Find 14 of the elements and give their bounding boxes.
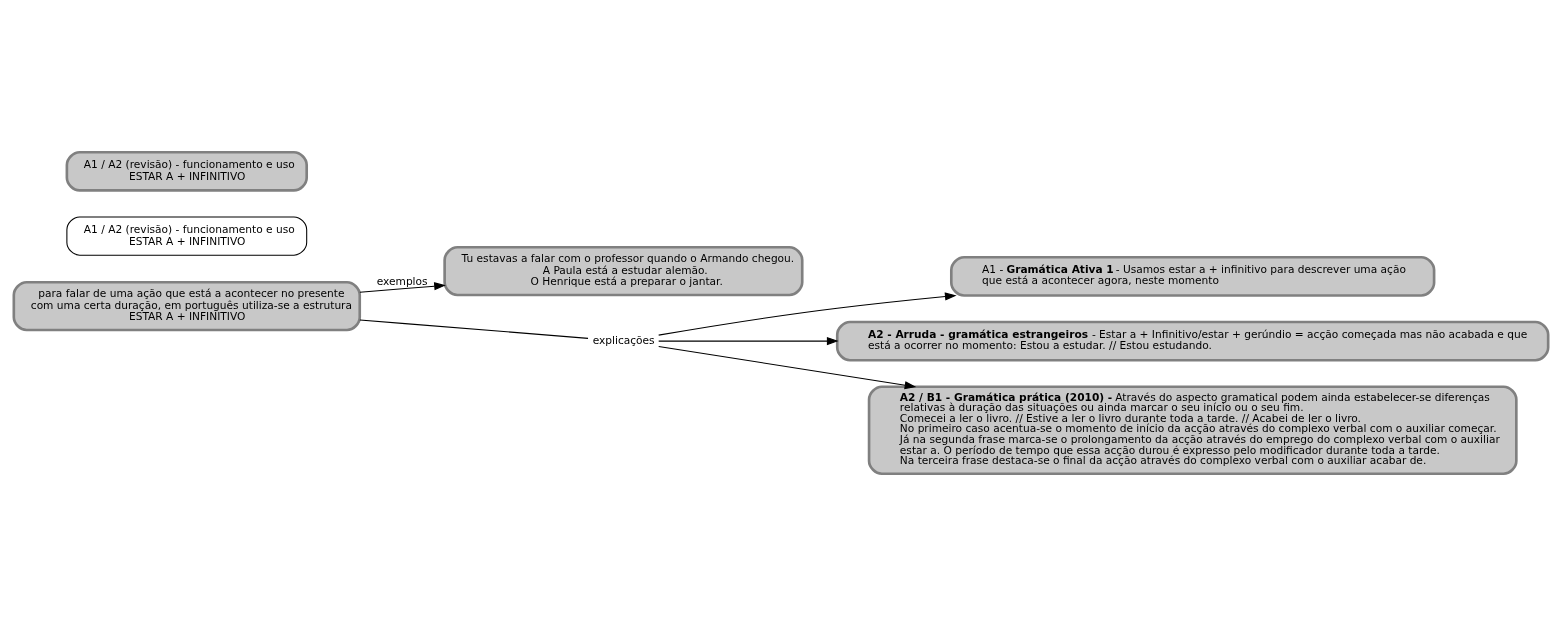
node-box: Tu estavas a falar com o professor quando o Armando chegou. A Paula está a estudar alemão. O Henrique está a preparar o jantar.: [443, 245, 804, 297]
node-box: A1 / A2 (revisão) - funcionamento e uso ESTAR A + INFINITIVO: [66, 216, 308, 256]
node-box: A1 - Gramática Ativa 1 - Usamos estar a + infinitivo para descrever uma ação que está a acontecer agora, neste momento: [950, 255, 1436, 297]
node-text: explicações: [592, 333, 655, 347]
node-box: para falar de uma ação que está a acontecer no presente com uma certa duração, em português utiliza-se a estrutura ESTAR A + INFINITIVO: [12, 280, 362, 332]
node-box: A2 - Arruda - gramática estrangeiros - Estar a + Infinitivo/estar + gerúndio = acção começada mas não acabada e que está a ocorrer no momento: Estou a estudar. // Estou estudando.: [835, 320, 1550, 362]
edge-label: exemplos: [376, 274, 428, 288]
node-box: A2 / B1 - Gramática prática (2010) - Através do aspecto gramatical podem ainda estabelecer-se diferenças relativas à duração das situações ou ainda marcar o seu início ou o seu fim. Comecei a ler o livro. // Estive a ler o livro durante toda a tarde. // Acabei de ler o livro. No primeiro caso acentua-se o momento de início da acção através do complexo verbal com o auxiliar começar. Já na segunda frase marca-se o prolongamento da acção através do emprego do complexo verbal com o auxiliar estar a. O período de tempo que essa acção durou é expresso pelo modificador durante toda a tarde. Na terceira frase destaca-se o final da acção através do complexo verbal com o auxiliar acabar de.: [867, 385, 1518, 476]
node-box: A1 / A2 (revisão) - funcionamento e uso ESTAR A + INFINITIVO: [65, 150, 308, 192]
connector: [359, 319, 589, 339]
arrow: [658, 337, 839, 346]
arrow: [658, 292, 957, 336]
arrow: [359, 282, 446, 293]
arrow: [658, 345, 917, 390]
